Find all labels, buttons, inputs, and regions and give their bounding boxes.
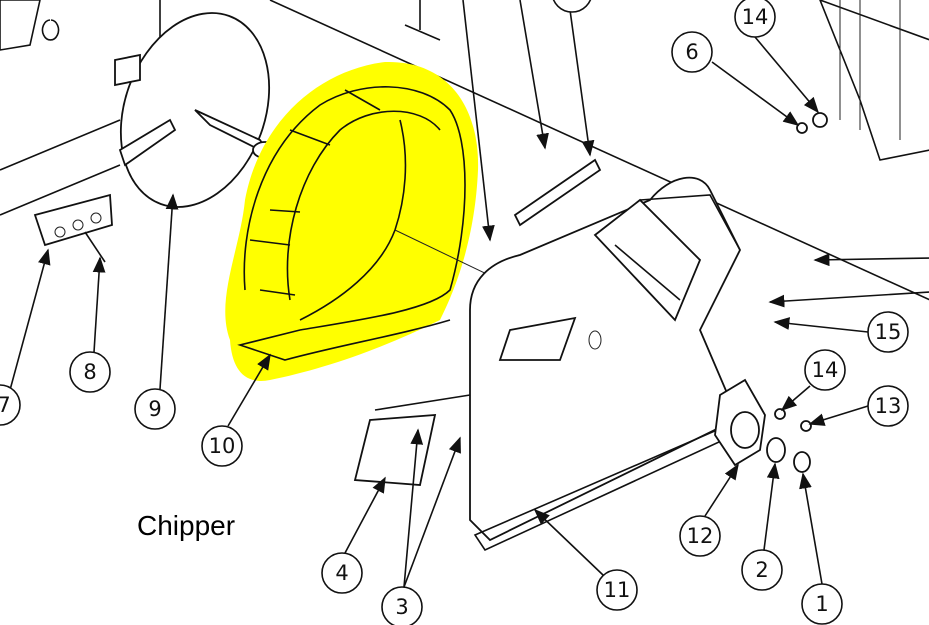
highlight-part-10 [225,61,479,381]
svg-text:13: 13 [875,394,902,418]
svg-text:15: 15 [875,320,902,344]
callout-1: 1 [801,583,843,625]
callout-9: 9 [134,388,176,430]
part-10-housing [237,86,521,361]
svg-text:9: 9 [148,397,161,421]
callout-14-top: 14 [734,0,776,38]
diagram-caption: Chipper [137,510,236,541]
callout-12: 12 [679,515,721,557]
part-8-bracket [33,193,113,263]
svg-text:12: 12 [687,524,714,548]
svg-text:8: 8 [83,360,96,384]
callout-2: 2 [741,549,783,591]
svg-text:11: 11 [604,578,631,602]
callout-13: 13 [867,385,909,427]
callout-8: 8 [69,351,111,393]
svg-text:14: 14 [742,5,769,29]
part-4-plate [353,394,471,486]
callout-4: 4 [321,552,363,594]
callout-7: 7 [0,384,21,426]
svg-text:3: 3 [395,595,408,619]
callout-15: 15 [867,311,909,353]
leader-lines [9,0,929,588]
svg-text:10: 10 [209,434,236,458]
part-11-plate [469,158,747,552]
svg-text:14: 14 [812,358,839,382]
callout-6: 6 [671,31,713,73]
svg-text:4: 4 [335,561,348,585]
callout-14-right: 14 [804,349,846,391]
part-12-bearing [714,112,828,473]
callout-10: 10 [201,425,243,467]
frame-lines [0,0,929,301]
svg-text:7: 7 [0,393,11,417]
svg-text:1: 1 [815,592,828,616]
callout-3: 3 [381,586,423,625]
svg-text:6: 6 [685,40,698,64]
callout-partial-top [552,0,592,13]
svg-text:2: 2 [755,558,768,582]
part-9-disk [114,12,278,208]
callout-11: 11 [596,569,638,611]
